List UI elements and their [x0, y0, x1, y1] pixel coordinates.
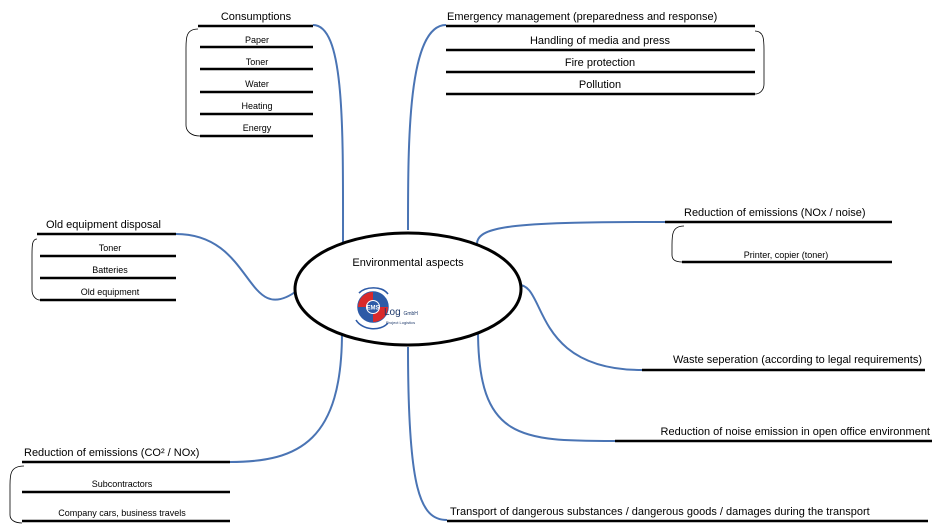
branch-waste: Waste seperation (according to legal req…	[672, 354, 922, 366]
branch-consumptions: Consumptions	[220, 11, 292, 23]
logo: EMS	[355, 287, 389, 330]
connector-co2	[229, 331, 343, 463]
connector-waste	[515, 283, 643, 371]
connector-noise-office	[477, 329, 616, 442]
bracket-consumptions	[185, 28, 201, 137]
item-subcontractors: Subcontractors	[91, 479, 153, 489]
bracket-co2	[9, 465, 25, 524]
item-heating: Heating	[241, 101, 273, 111]
logo-company-name: Log	[384, 307, 401, 318]
branch-old-equipment: Old equipment disposal	[46, 219, 161, 231]
branch-noise-office: Reduction of noise emission in open offi…	[660, 426, 930, 438]
bracket-reduction-nox	[671, 225, 685, 263]
connector-old-equipment	[175, 233, 299, 301]
branch-emergency: Emergency management (preparedness and r…	[447, 11, 718, 23]
item-fire: Fire protection	[564, 57, 636, 69]
item-toner: Toner	[245, 57, 269, 67]
item-media: Handling of media and press	[529, 35, 671, 47]
connector-consumptions	[312, 24, 345, 246]
item-printer: Printer, copier (toner)	[743, 250, 829, 260]
branch-co2: Reduction of emissions (CO² / NOx)	[24, 447, 200, 459]
item-oe-toner: Toner	[98, 243, 122, 253]
item-energy: Energy	[242, 123, 272, 133]
connector-transport	[407, 346, 448, 521]
center-title: Environmental aspects	[352, 257, 464, 269]
logo-gmbh: GmbH	[403, 311, 418, 317]
bracket-emergency	[754, 30, 765, 95]
branch-transport: Transport of dangerous substances / dang…	[450, 506, 870, 518]
center-node	[293, 231, 523, 347]
bracket-old-equipment	[31, 238, 41, 301]
branch-reduction-nox: Reduction of emissions (NOx / noise)	[684, 207, 866, 219]
connector-emergency	[407, 24, 447, 231]
logo-subtitle: Project Logistics	[386, 320, 416, 325]
item-water: Water	[245, 79, 269, 89]
item-oe-old: Old equipment	[80, 287, 140, 297]
item-oe-batteries: Batteries	[92, 265, 128, 275]
underlines	[22, 24, 932, 523]
item-pollution: Pollution	[578, 79, 622, 91]
logo-company: Log GmbH	[384, 307, 418, 318]
item-company-cars: Company cars, business travels	[58, 508, 186, 518]
item-paper: Paper	[244, 35, 270, 45]
brackets	[9, 28, 765, 524]
connector-reduction-nox	[476, 221, 666, 245]
connectors	[175, 24, 666, 521]
logo-ems-text: EMS	[366, 306, 379, 312]
